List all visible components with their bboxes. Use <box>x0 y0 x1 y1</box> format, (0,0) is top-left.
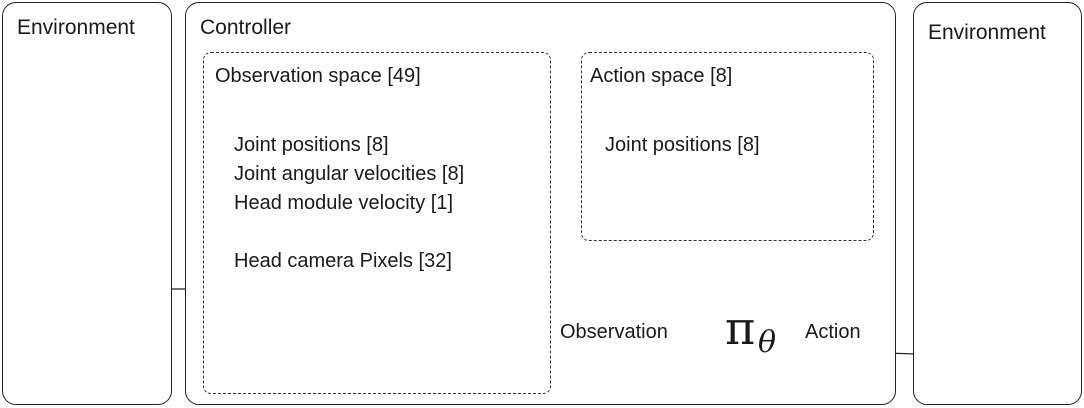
observation-arrow-label: Observation <box>560 321 668 343</box>
action-item: Joint positions [8] <box>605 134 760 156</box>
action-space-title: Action space [8] <box>590 65 733 87</box>
observation-item: Joint positions [8] <box>234 134 389 156</box>
observation-item: Joint angular velocities [8] <box>234 163 465 185</box>
policy-subscript: θ <box>758 325 777 360</box>
observation-item: Head camera Pixels [32] <box>234 250 452 272</box>
policy-symbol: π <box>725 301 756 355</box>
observation-space-box <box>203 52 551 394</box>
right-environment-panel: Environment <box>913 2 1082 405</box>
controller-panel: Controller <box>185 2 896 405</box>
controller-title: Controller <box>200 16 292 39</box>
action-arrow-label: Action <box>805 321 861 343</box>
right-environment-title: Environment <box>928 21 1046 44</box>
observation-space-title: Observation space [49] <box>215 65 421 87</box>
observation-item: Head module velocity [1] <box>234 192 454 214</box>
left-environment-panel: Environment <box>2 2 172 405</box>
action-space-box <box>581 52 874 241</box>
left-environment-title: Environment <box>17 16 135 39</box>
